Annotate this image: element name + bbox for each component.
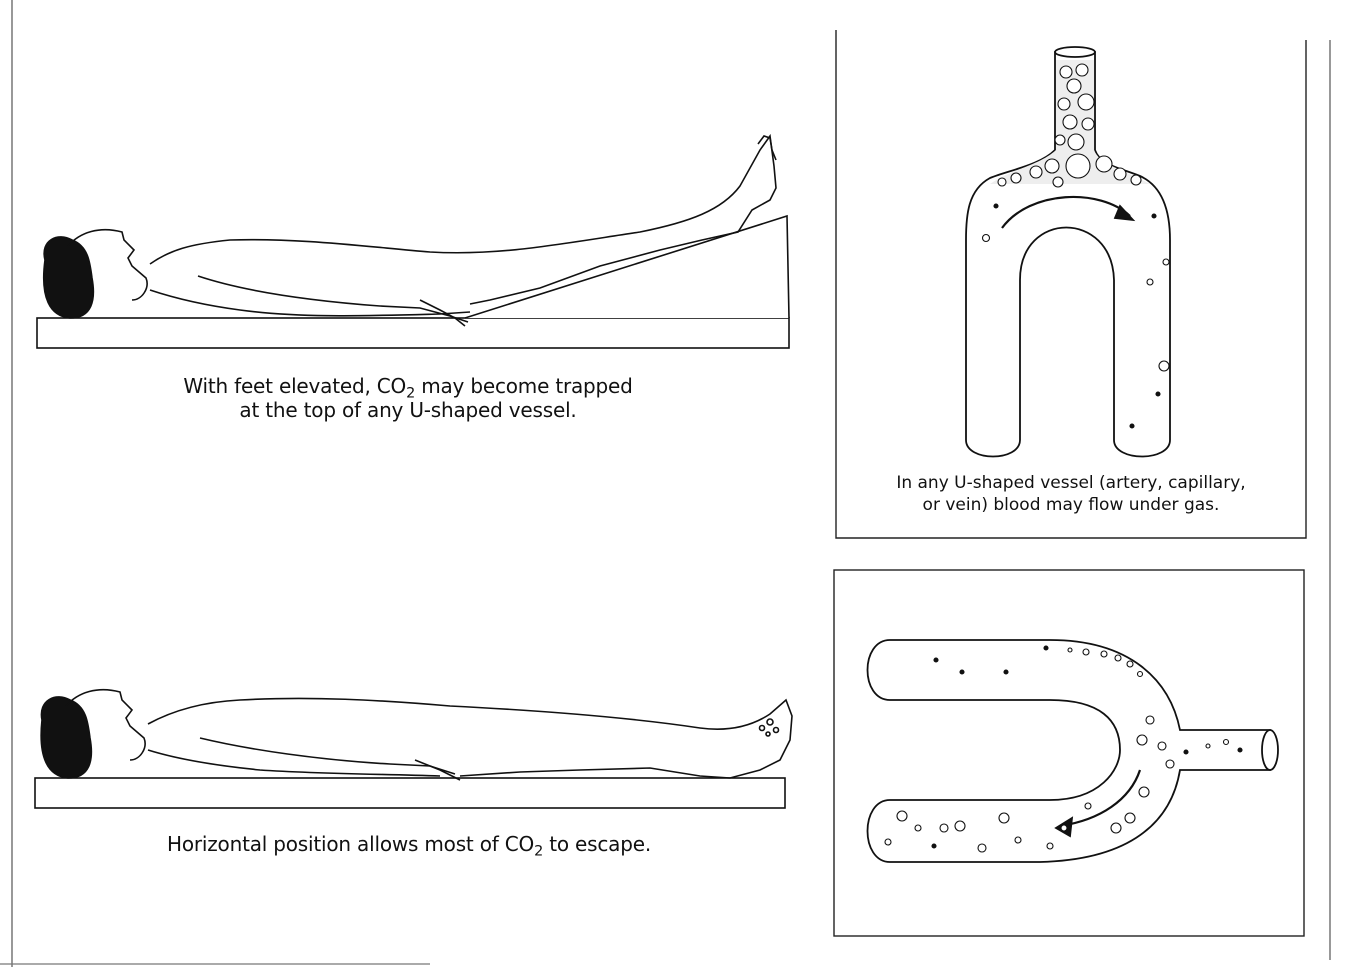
- subscript: 2: [534, 844, 543, 860]
- caption-text: or vein) blood may flow under gas.: [923, 495, 1220, 515]
- horizontal-u-vessel-panel: [834, 570, 1304, 936]
- caption-text: In any U-shaped vessel (artery, capillar…: [896, 473, 1245, 493]
- foot-wedge: [465, 216, 789, 318]
- table: [37, 318, 789, 348]
- caption-text: Horizontal position allows most of CO: [167, 832, 534, 856]
- caption-text: may become trapped: [415, 374, 633, 398]
- caption-text: With feet elevated, CO: [183, 374, 406, 398]
- hair: [41, 697, 91, 778]
- caption-text: to escape.: [543, 832, 651, 856]
- u-vessel-horizontal: [868, 640, 1279, 862]
- u-vessel-caption: In any U-shaped vessel (artery, capillar…: [846, 472, 1296, 516]
- table: [35, 778, 785, 808]
- horizontal-patient-illustration: [35, 690, 792, 808]
- vertical-u-vessel-panel: [836, 30, 1306, 538]
- caption-text: at the top of any U-shaped vessel.: [239, 398, 576, 422]
- hair: [44, 237, 94, 318]
- horizontal-position-caption: Horizontal position allows most of CO2 t…: [104, 832, 714, 856]
- elevated-patient-illustration: [37, 136, 789, 348]
- elevated-position-caption: With feet elevated, CO2 may become trapp…: [128, 374, 688, 422]
